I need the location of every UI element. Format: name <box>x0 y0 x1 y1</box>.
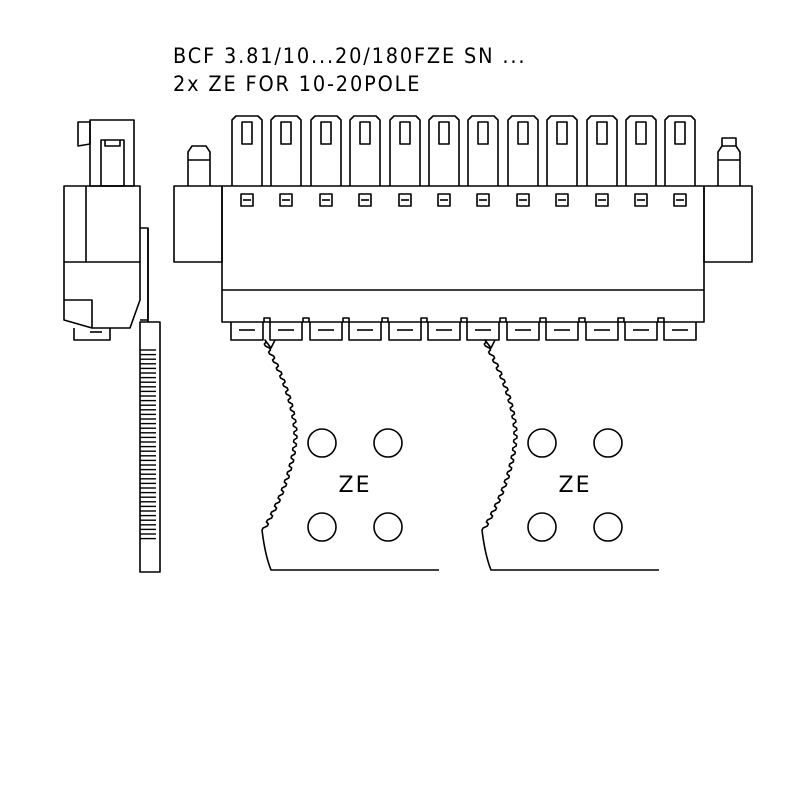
screw-window <box>280 194 292 206</box>
contact-pin-slot <box>518 122 528 144</box>
contact-pin <box>508 116 538 186</box>
plate-2-label: ZE <box>559 473 592 498</box>
contact-pin <box>587 116 617 186</box>
contact-pin <box>271 116 301 186</box>
contact-pin <box>429 116 459 186</box>
plate-hole <box>528 429 556 457</box>
plate-hole <box>374 513 402 541</box>
plate-hole <box>594 513 622 541</box>
side-view-top-pin <box>90 120 134 186</box>
bottom-contact <box>586 322 618 340</box>
bottom-contact <box>507 322 539 340</box>
contact-separator <box>618 318 624 322</box>
contact-separator <box>343 318 349 322</box>
contact-pin <box>232 116 262 186</box>
contact-separator <box>658 318 664 322</box>
side-view <box>64 120 160 572</box>
front-view-right-flange <box>704 186 752 262</box>
contact-pin-slot <box>242 122 252 144</box>
contact-separator <box>264 318 270 322</box>
contact-pin-slot <box>321 122 331 144</box>
contact-pin-slot <box>360 122 370 144</box>
contact-pin-slot <box>281 122 291 144</box>
contact-separator <box>382 318 388 322</box>
plate-outline <box>262 340 439 570</box>
bottom-contact <box>428 322 460 340</box>
screw-window <box>517 194 529 206</box>
contact-separator <box>579 318 585 322</box>
screw-window <box>399 194 411 206</box>
bottom-contact <box>664 322 696 340</box>
plate-hole <box>528 513 556 541</box>
screw-window <box>635 194 647 206</box>
plate-hole <box>308 513 336 541</box>
front-view-right-flange-pin <box>718 146 740 186</box>
front-view-housing <box>222 186 704 322</box>
screw-window <box>477 194 489 206</box>
plate-hole <box>308 429 336 457</box>
screw-window <box>674 194 686 206</box>
side-view-housing-inner <box>86 186 140 262</box>
side-view-coding-strip <box>140 228 160 572</box>
screw-window <box>359 194 371 206</box>
screw-window <box>556 194 568 206</box>
front-view-left-flange-pin <box>188 146 210 186</box>
contact-pin <box>311 116 341 186</box>
screw-window <box>320 194 332 206</box>
contact-pin <box>350 116 380 186</box>
bottom-contact <box>546 322 578 340</box>
contact-separator <box>461 318 467 322</box>
contact-pin-slot <box>478 122 488 144</box>
screw-window <box>438 194 450 206</box>
strain-relief-plate-2 <box>482 340 659 570</box>
contact-pin <box>468 116 498 186</box>
contact-pin-slot <box>636 122 646 144</box>
bottom-contact <box>467 322 499 340</box>
side-view-pin-neck <box>105 140 120 146</box>
contact-separator <box>421 318 427 322</box>
side-view-pin-head <box>101 140 124 186</box>
side-view-housing <box>64 186 140 328</box>
strain-relief-plate-1 <box>262 340 439 570</box>
plate-outline <box>482 340 659 570</box>
front-view-left-flange <box>174 186 222 262</box>
contact-pin-slot <box>400 122 410 144</box>
side-view-latch <box>78 122 90 146</box>
front-view-bottom-contacts <box>231 318 696 340</box>
contact-pin-slot <box>597 122 607 144</box>
front-view-right-latch <box>722 138 736 146</box>
bottom-contact <box>231 322 263 340</box>
contact-pin-slot <box>675 122 685 144</box>
contact-separator <box>303 318 309 322</box>
front-view-screw-windows <box>241 194 686 206</box>
side-view-clip <box>140 228 148 320</box>
screw-window <box>596 194 608 206</box>
title-line-1: BCF 3.81/10...20/180FZE SN ... <box>173 44 527 68</box>
bottom-contact <box>310 322 342 340</box>
bottom-contact <box>349 322 381 340</box>
contact-separator <box>540 318 546 322</box>
plate-1-label: ZE <box>339 473 372 498</box>
contact-pin <box>390 116 420 186</box>
plate-hole <box>374 429 402 457</box>
contact-pin-slot <box>557 122 567 144</box>
screw-window <box>241 194 253 206</box>
contact-pin <box>665 116 695 186</box>
bottom-contact <box>389 322 421 340</box>
bottom-contact <box>625 322 657 340</box>
contact-pin <box>547 116 577 186</box>
contact-pin-slot <box>439 122 449 144</box>
bottom-contact <box>270 322 302 340</box>
contact-pin <box>626 116 656 186</box>
side-view-foot <box>74 328 110 340</box>
title-line-2: 2x ZE FOR 10-20POLE <box>173 72 422 96</box>
contact-separator <box>500 318 506 322</box>
front-view <box>174 116 752 340</box>
side-view-housing-step <box>64 262 92 328</box>
front-view-contact-pins <box>232 116 695 186</box>
plate-hole <box>594 429 622 457</box>
